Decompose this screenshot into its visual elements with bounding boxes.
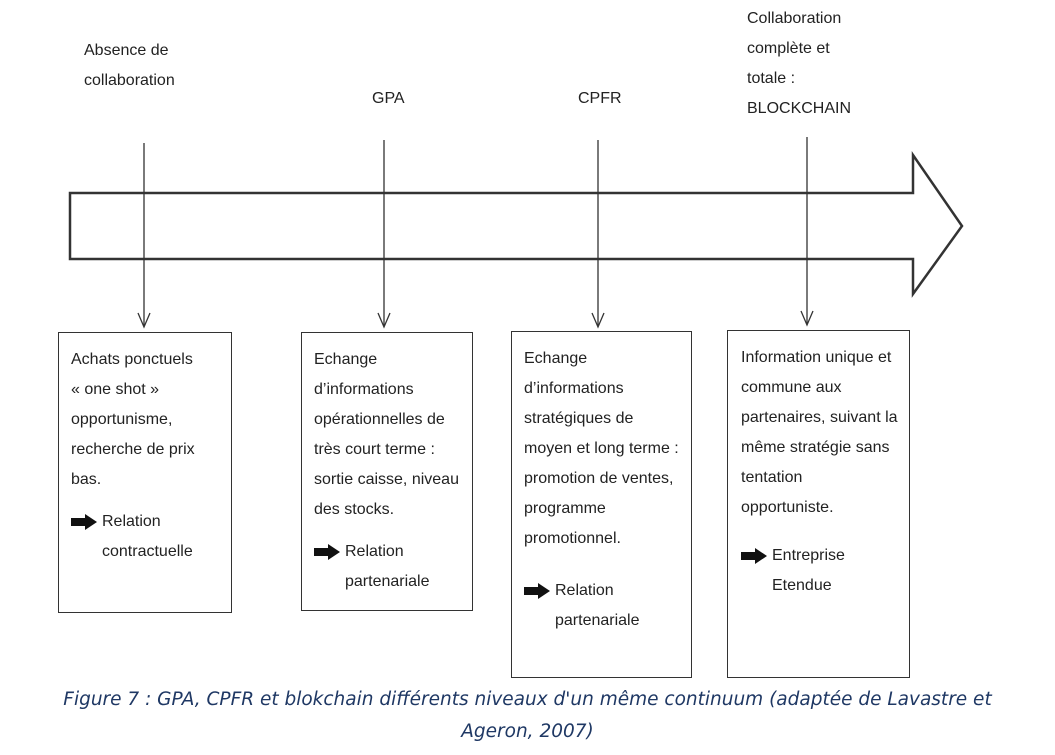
- right-arrow-icon: [741, 541, 769, 571]
- stage-box-description: Echange d’informations stratégiques de m…: [524, 350, 679, 547]
- relation-label: Relation partenariale: [555, 582, 640, 629]
- stage-label-cpfr: CPFR: [578, 90, 622, 107]
- stage-box-absence: Achats ponctuels « one shot » opportunis…: [58, 332, 232, 613]
- figure-caption: Figure 7 : GPA, CPFR et blokchain différ…: [63, 689, 992, 742]
- stage-box-relation: Entreprise Etendue: [741, 541, 899, 601]
- right-arrow-icon: [314, 537, 342, 567]
- relation-label: Relation contractuelle: [102, 513, 193, 560]
- connector-arrow-3: [800, 137, 814, 327]
- right-arrow-icon: [524, 576, 552, 606]
- continuum-arrow: [68, 150, 964, 298]
- stage-box-description: Echange d’informations opérationnelles d…: [314, 351, 459, 518]
- stage-box-relation: Relation contractuelle: [71, 507, 221, 567]
- right-arrow-icon: [71, 507, 99, 537]
- stage-label-blockchain: Collaboration complète et totale : BLOCK…: [747, 10, 852, 117]
- stage-box-description: Achats ponctuels « one shot » opportunis…: [71, 351, 195, 488]
- relation-label: Relation partenariale: [345, 543, 430, 590]
- stage-box-description: Information unique et commune aux parten…: [741, 349, 898, 516]
- relation-label: Entreprise Etendue: [772, 547, 845, 594]
- stage-box-gpa: Echange d’informations opérationnelles d…: [301, 332, 473, 611]
- stage-label-gpa: GPA: [372, 90, 405, 107]
- stage-box-cpfr: Echange d’informations stratégiques de m…: [511, 331, 692, 678]
- connector-arrow-2: [591, 140, 605, 329]
- connector-arrow-1: [377, 140, 391, 329]
- stage-box-relation: Relation partenariale: [314, 537, 462, 597]
- stage-box-blockchain: Information unique et commune aux parten…: [727, 330, 910, 678]
- connector-arrow-0: [137, 143, 151, 329]
- stage-box-relation: Relation partenariale: [524, 576, 681, 636]
- stage-label-absence: Absence de collaboration: [84, 42, 175, 89]
